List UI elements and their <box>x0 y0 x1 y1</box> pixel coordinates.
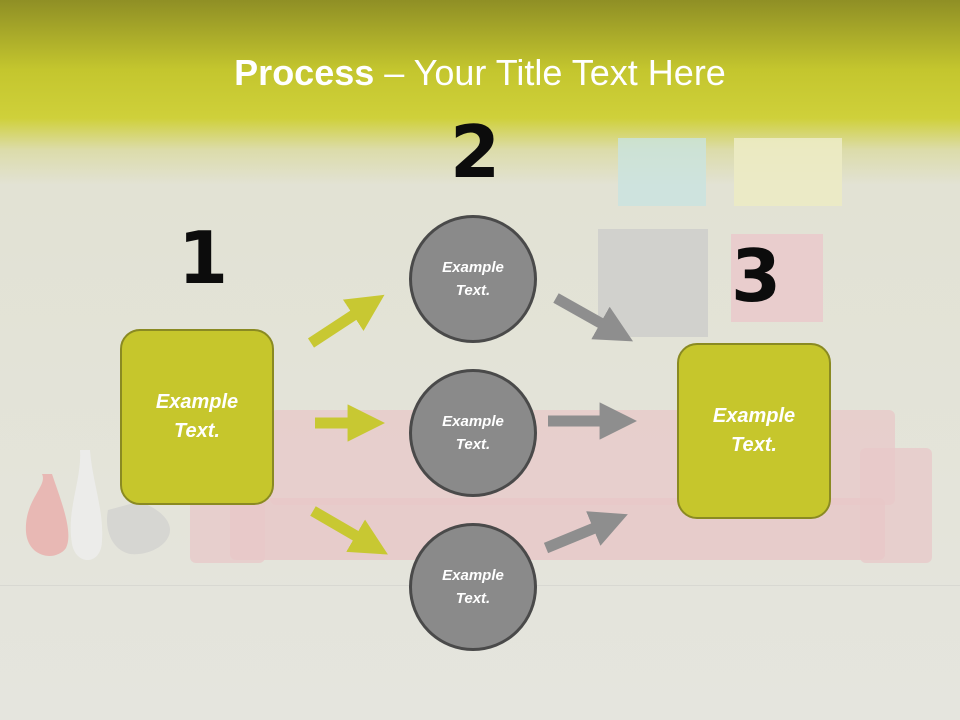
circle-middle-line2: Text. <box>455 436 491 453</box>
step-number-3: 3 <box>731 234 782 318</box>
step-number-2: 2 <box>450 110 501 194</box>
background-art-yellow <box>734 138 842 206</box>
circle-bottom-line2: Text. <box>455 590 491 607</box>
background-vases <box>25 450 170 561</box>
background-art-cyan <box>618 138 706 206</box>
arrow-1-to-top <box>307 294 385 348</box>
step-3-box-line1: Example <box>712 405 796 427</box>
title-dash: – <box>374 52 414 93</box>
step-1-box-line2: Text. <box>174 420 220 442</box>
arrow-1-to-bottom <box>310 506 388 555</box>
background-art-pink <box>731 234 823 322</box>
circle-top-line1: Example <box>442 259 504 276</box>
circle-bottom-line1: Example <box>442 567 504 584</box>
step-number-1: 1 <box>178 216 229 300</box>
slide-title: Process – Your Title Text Here <box>0 52 960 94</box>
circle-top-line2: Text. <box>455 282 491 299</box>
arrow-bottom-to-3 <box>543 511 628 554</box>
title-bold: Process <box>234 52 375 93</box>
arrow-top-to-3 <box>553 293 634 342</box>
step-1-box-line1: Example <box>155 391 239 413</box>
circle-middle-line1: Example <box>442 413 504 430</box>
step-3-box-line2: Text. <box>731 434 777 456</box>
title-rest: Your Title Text Here <box>413 52 726 93</box>
